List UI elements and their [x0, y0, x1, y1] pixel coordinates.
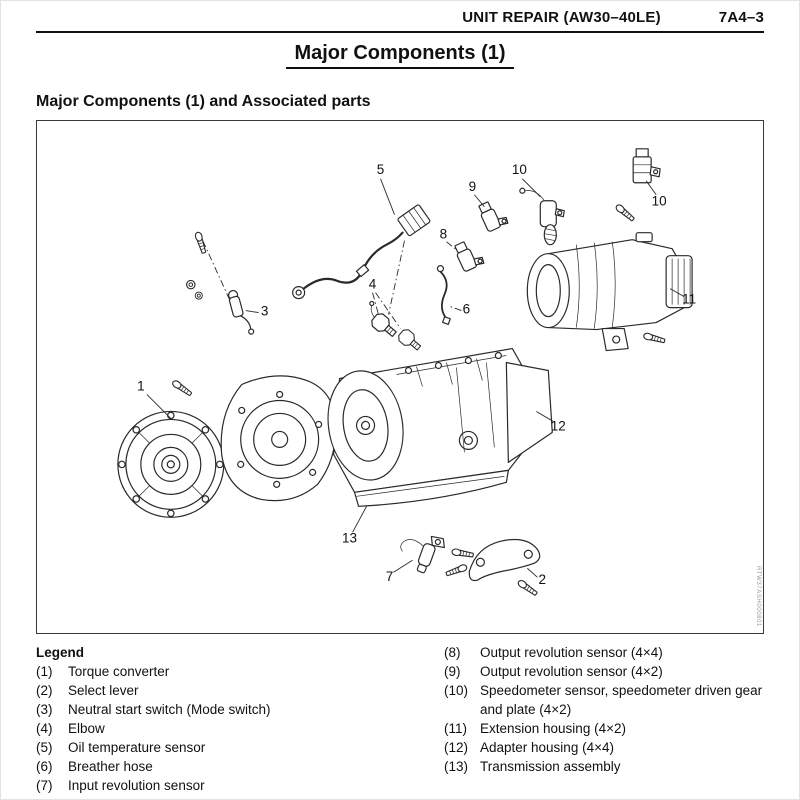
- callout-10: 10: [512, 162, 527, 177]
- callout-12: 12: [551, 418, 566, 433]
- bolt-icon: [516, 578, 539, 598]
- callout-4: 4: [369, 277, 377, 292]
- legend-item-number: (13): [444, 759, 469, 774]
- callout-7: 7: [386, 569, 393, 584]
- legend-item-12: (12) Adapter housing (4×4): [444, 738, 764, 757]
- bolt-icon: [614, 202, 636, 223]
- legend-item-6: (6) Breather hose: [36, 757, 444, 776]
- speedometer-sensor-drawing: [519, 187, 565, 246]
- transmission-case-drawing: [327, 347, 553, 507]
- adapter-housing-drawing: [505, 361, 553, 463]
- breather-hose-drawing: [436, 265, 451, 326]
- callout-3: 3: [261, 304, 269, 319]
- legend-item-4: (4) Elbow: [36, 719, 444, 738]
- select-lever-bracket-drawing: [468, 538, 541, 582]
- bolt-icon: [444, 563, 469, 578]
- legend-item-number: (4): [36, 721, 53, 736]
- legend-item-label: Adapter housing (4×4): [480, 740, 614, 755]
- legend-left-column: Legend (1) Torque converter (2) Select l…: [36, 643, 444, 795]
- axis-line: [202, 240, 234, 307]
- page-header: UNIT REPAIR (AW30–40LE) 7A4–3: [36, 9, 764, 26]
- legend-item-label: Transmission assembly: [480, 759, 621, 774]
- legend-item-2: (2) Select lever: [36, 681, 444, 700]
- callout-11: 11: [682, 292, 696, 307]
- header-rule: [36, 31, 764, 33]
- oil-temp-sensor-harness-drawing: [292, 204, 431, 300]
- oil-pan-drawing: [353, 469, 509, 507]
- callout-10: 10: [652, 194, 667, 209]
- legend-item-number: (1): [36, 664, 53, 679]
- legend-item-9: (9) Output revolution sensor (4×2): [444, 662, 764, 681]
- legend-item-1: (1) Torque converter: [36, 662, 444, 681]
- legend-item-8: (8) Output revolution sensor (4×4): [444, 643, 764, 662]
- washer-icon: [194, 291, 203, 300]
- callout-2: 2: [539, 572, 547, 587]
- torque-converter-drawing: [117, 410, 225, 518]
- legend-item-label: Torque converter: [68, 664, 170, 679]
- bolt-icon: [450, 547, 475, 559]
- legend-item-number: (6): [36, 759, 53, 774]
- bolt-icon: [170, 378, 194, 398]
- header-section-title: UNIT REPAIR (AW30–40LE): [462, 9, 661, 26]
- title-wrap: Major Components (1): [36, 42, 764, 69]
- legend-item-number: (7): [36, 778, 53, 793]
- bell-housing-drawing: [220, 375, 337, 502]
- legend-item-11: (11) Extension housing (4×2): [444, 719, 764, 738]
- legend-item-label: Neutral start switch (Mode switch): [68, 702, 271, 717]
- legend-item-number: (2): [36, 683, 53, 698]
- page-title: Major Components (1): [286, 42, 514, 69]
- bolt-icon: [642, 331, 666, 345]
- extension-housing-drawing: [526, 232, 693, 352]
- legend-item-number: (12): [444, 740, 469, 755]
- washer-icon: [186, 279, 196, 290]
- legend-item-7: (7) Input revolution sensor: [36, 776, 444, 795]
- select-lever-drawing: [228, 289, 255, 335]
- figure-code: RTW37ASH000801: [755, 566, 761, 627]
- bolt-icon: [193, 230, 208, 255]
- axis-line: [388, 240, 405, 315]
- elbow-drawing: [369, 300, 397, 338]
- legend-item-label: Extension housing (4×2): [480, 721, 626, 736]
- callout-9: 9: [469, 179, 477, 194]
- legend-item-number: (3): [36, 702, 53, 717]
- legend-item-13: (13) Transmission assembly: [444, 757, 764, 776]
- legend-item-label: Input revolution sensor: [68, 778, 205, 793]
- callout-1: 1: [137, 378, 145, 393]
- callout-8: 8: [440, 227, 448, 242]
- legend-item-label: Output revolution sensor (4×2): [480, 664, 663, 679]
- callout-13: 13: [342, 530, 357, 545]
- legend-right-column: (8) Output revolution sensor (4×4) (9) O…: [444, 643, 764, 795]
- legend-item-number: (11): [444, 721, 468, 736]
- speedometer-driven-gear-drawing: [632, 148, 661, 184]
- legend-item-label: Oil temperature sensor: [68, 740, 206, 755]
- header-page-number: 7A4–3: [718, 9, 764, 26]
- legend-item-label: Elbow: [68, 721, 105, 736]
- legend-item-number: (9): [444, 664, 461, 679]
- legend-item-label: Output revolution sensor (4×4): [480, 645, 663, 660]
- legend-item-number: (8): [444, 645, 461, 660]
- legend: Legend (1) Torque converter (2) Select l…: [36, 643, 764, 795]
- legend-heading: Legend: [36, 645, 85, 660]
- callout-6: 6: [463, 302, 470, 317]
- output-revolution-sensor-4x2-drawing: [478, 201, 509, 232]
- legend-item-label: Select lever: [68, 683, 139, 698]
- legend-item-number: (5): [36, 740, 53, 755]
- legend-item-label: Speedometer sensor, speedometer driven g…: [480, 683, 763, 717]
- section-subtitle: Major Components (1) and Associated part…: [36, 93, 371, 110]
- callout-5: 5: [377, 162, 385, 177]
- input-revolution-sensor-drawing: [400, 535, 445, 574]
- legend-item-10: (10) Speedometer sensor, speedometer dri…: [444, 681, 764, 719]
- legend-item-3: (3) Neutral start switch (Mode switch): [36, 700, 444, 719]
- legend-item-5: (5) Oil temperature sensor: [36, 738, 444, 757]
- output-revolution-sensor-4x4-drawing: [454, 241, 485, 272]
- legend-item-number: (10): [444, 683, 469, 698]
- legend-item-label: Breather hose: [68, 759, 153, 774]
- elbow-drawing: [398, 329, 422, 351]
